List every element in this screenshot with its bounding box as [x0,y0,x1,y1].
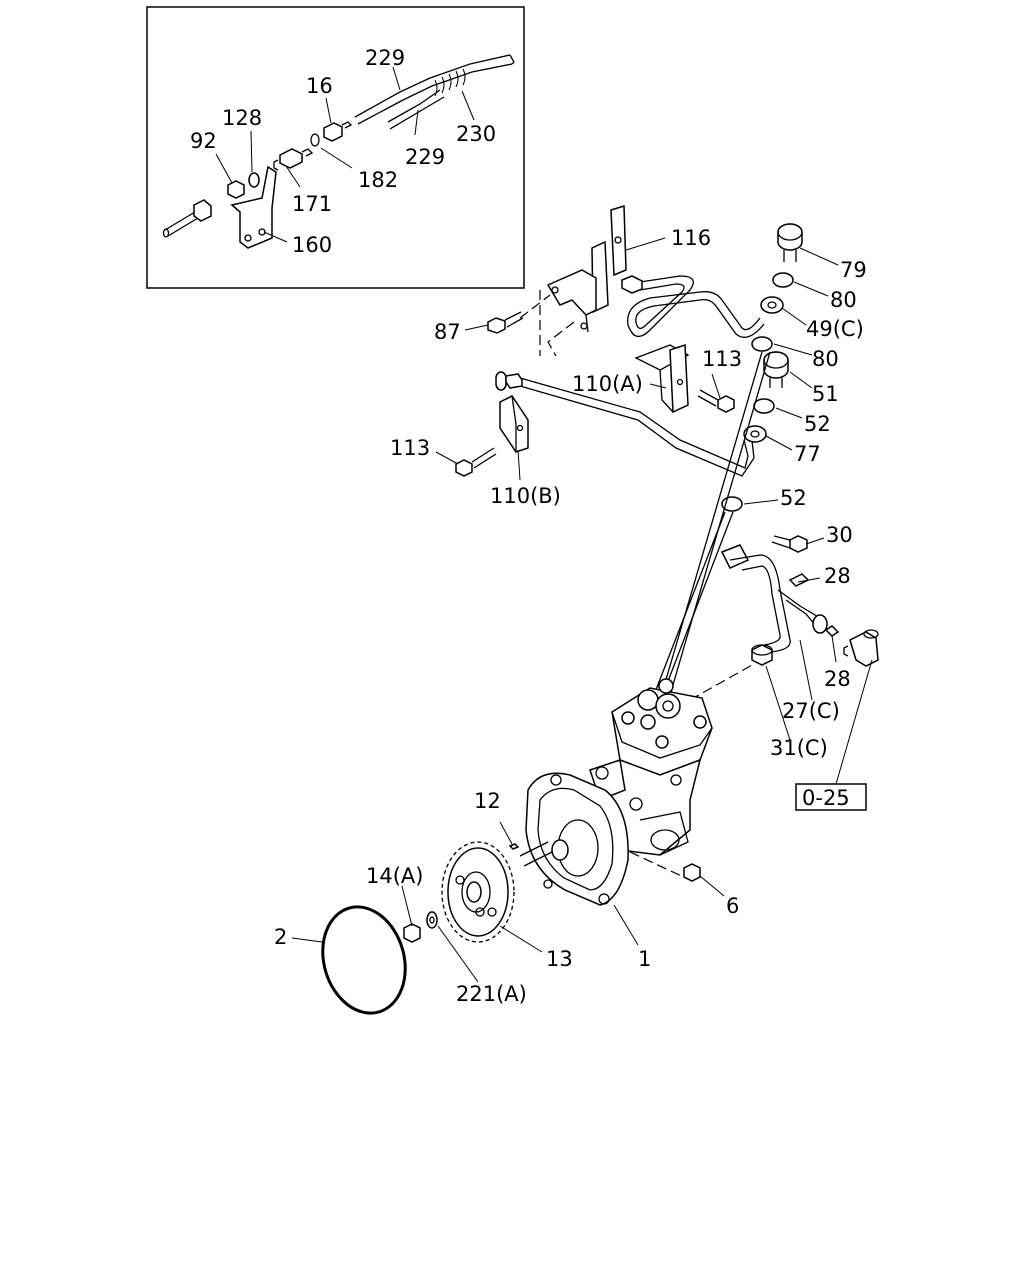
label-51: 51 [812,382,839,406]
label-116: 116 [671,226,711,250]
bracket-116-part [546,204,627,333]
o-ring-182-part [310,133,320,147]
hose-27c-part [720,544,821,653]
label-27c: 27(C) [782,699,840,723]
clamp-28-lower-part [812,614,840,637]
connector-171-part [273,148,314,171]
pipe-vertical-part [651,351,771,703]
label-0-25: 0-25 [802,786,850,810]
label-182: 182 [358,168,398,192]
clip-110a-part [634,343,690,414]
label-49c: 49(C) [806,317,864,341]
label-13: 13 [546,947,573,971]
fitting-16-part [323,121,353,142]
inset-detail-panel [146,6,525,289]
bolt-30-part [771,535,808,553]
label-229-bottom: 229 [405,145,445,169]
label-12: 12 [474,789,501,813]
o-ring-2-part [321,905,407,1015]
label-52-lower: 52 [780,486,807,510]
clip-110b-part [499,395,529,453]
banjo-bolt-79-part [777,223,803,262]
label-6: 6 [726,894,739,918]
key-12-part [508,843,520,850]
washer-80-part [772,272,794,288]
label-79: 79 [840,258,867,282]
bolt-113-upper-part [697,389,735,413]
label-92: 92 [190,129,217,153]
washer-52-upper-part [753,398,775,414]
label-1: 1 [638,947,651,971]
flange-housing-part [525,772,629,906]
fitting-31c-part [751,644,773,666]
part-labels: 229 230 229 16 128 92 182 171 160 116 79… [190,46,867,1006]
compressor-head-part [611,678,713,776]
cable-end-part [162,199,212,238]
banjo-bolt-51-part [763,351,789,388]
banjo-fitting-77-part [743,425,767,459]
pipe-49c-part [621,275,765,338]
label-28-lower: 28 [824,667,851,691]
label-110a: 110(A) [572,372,643,396]
elbow-fitting-part [843,629,879,667]
label-110b: 110(B) [490,484,561,508]
label-30: 30 [826,523,853,547]
washer-128-part [248,172,260,188]
label-113-upper: 113 [702,347,742,371]
label-77: 77 [794,442,821,466]
shaft-part [519,841,553,867]
leader-lines [291,237,873,983]
label-52-upper: 52 [804,412,831,436]
hose-assembly-part [354,54,515,130]
label-160: 160 [292,233,332,257]
washer-80-lower-part [751,336,773,352]
nut-92-part [227,180,245,199]
label-31c: 31(C) [770,736,828,760]
label-128: 128 [222,106,262,130]
label-221a: 221(A) [456,982,527,1006]
reference-box [795,783,867,811]
label-230: 230 [456,122,496,146]
pipe-77-part [495,371,755,477]
label-171: 171 [292,192,332,216]
gear-13-part [441,841,515,943]
label-28-upper: 28 [824,564,851,588]
bolt-87-part [487,311,524,334]
banjo-fitting-49c-part [760,296,784,314]
label-80-lower: 80 [812,347,839,371]
label-113-lower: 113 [390,436,430,460]
label-87: 87 [434,320,461,344]
nut-6-part [683,863,701,882]
bolt-113-lower-part [455,447,497,477]
label-2: 2 [274,925,287,949]
label-229-top: 229 [365,46,405,70]
label-80-upper: 80 [830,288,857,312]
label-16: 16 [306,74,333,98]
nut-14a-part [403,923,421,943]
washer-52-lower-part [721,496,743,512]
label-14a: 14(A) [366,864,423,888]
washer-221a-part [426,911,438,929]
